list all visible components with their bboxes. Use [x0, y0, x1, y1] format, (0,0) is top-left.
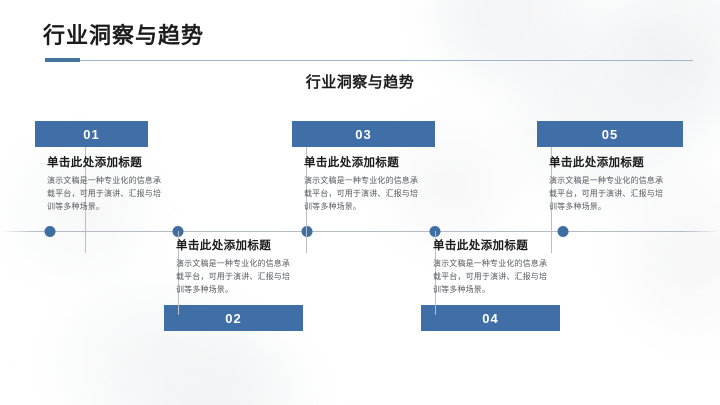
milestone-text-03: 演示文稿是一种专业化的信息承载平台，可用于演讲、汇报与培训等多种场景。: [304, 176, 419, 212]
timeline-dot-05: [557, 226, 569, 237]
milestone-number-badge-04: 04: [421, 305, 560, 332]
milestone-connector-05: [551, 147, 552, 253]
milestone-number-badge-02: 02: [164, 305, 303, 332]
milestone-content-05: 单击此处添加标题 演示文稿是一种专业化的信息承载平台，可用于演讲、汇报与培训等多…: [537, 147, 683, 214]
milestone-card-02[interactable]: 单击此处添加标题 演示文稿是一种专业化的信息承载平台，可用于演讲、汇报与培训等多…: [164, 231, 303, 332]
milestone-number-badge-03: 03: [292, 121, 435, 147]
milestone-connector-01: [85, 147, 86, 253]
milestone-number-badge-01: 01: [35, 121, 148, 147]
timeline-dot-01: [44, 226, 56, 237]
milestone-title-02: 单击此处添加标题: [176, 240, 272, 252]
milestone-text-02: 演示文稿是一种专业化的信息承载平台，可用于演讲、汇报与培训等多种场景。: [176, 259, 291, 295]
milestone-title-05: 单击此处添加标题: [549, 157, 645, 169]
texture-blob: [130, 330, 330, 405]
milestone-connector-04: [435, 231, 436, 315]
milestone-connector-03: [306, 147, 307, 253]
milestone-card-05[interactable]: 05 单击此处添加标题 演示文稿是一种专业化的信息承载平台，可用于演讲、汇报与培…: [537, 121, 683, 253]
milestone-card-01[interactable]: 01 单击此处添加标题 演示文稿是一种专业化的信息承载平台，可用于演讲、汇报与培…: [35, 121, 165, 253]
milestone-title-03: 单击此处添加标题: [304, 157, 400, 169]
milestone-text-05: 演示文稿是一种专业化的信息承载平台，可用于演讲、汇报与培训等多种场景。: [549, 176, 664, 212]
milestone-card-04[interactable]: 单击此处添加标题 演示文稿是一种专业化的信息承载平台，可用于演讲、汇报与培训等多…: [421, 231, 560, 332]
page-title: 行业洞察与趋势: [305, 74, 415, 91]
header-divider-accent: [45, 58, 80, 62]
texture-blob: [600, 0, 720, 130]
milestone-title-01: 单击此处添加标题: [47, 157, 143, 169]
milestone-content-03: 单击此处添加标题 演示文稿是一种专业化的信息承载平台，可用于演讲、汇报与培训等多…: [292, 147, 435, 214]
milestone-card-03[interactable]: 03 单击此处添加标题 演示文稿是一种专业化的信息承载平台，可用于演讲、汇报与培…: [292, 121, 435, 253]
milestone-connector-02: [178, 231, 179, 315]
milestone-content-02: 单击此处添加标题 演示文稿是一种专业化的信息承载平台，可用于演讲、汇报与培训等多…: [164, 239, 303, 297]
milestone-text-04: 演示文稿是一种专业化的信息承载平台，可用于演讲、汇报与培训等多种场景。: [433, 259, 548, 295]
timeline-axis: [0, 231, 720, 232]
milestone-content-04: 单击此处添加标题 演示文稿是一种专业化的信息承载平台，可用于演讲、汇报与培训等多…: [421, 239, 560, 297]
header-divider-line: [45, 60, 693, 61]
milestone-number-badge-05: 05: [537, 121, 683, 147]
milestone-title-04: 单击此处添加标题: [433, 240, 529, 252]
milestone-text-01: 演示文稿是一种专业化的信息承载平台，可用于演讲、汇报与培训等多种场景。: [47, 176, 162, 212]
timeline-dot-03: [301, 226, 313, 237]
slide-header-title: 行业洞察与趋势: [43, 23, 205, 48]
milestone-content-01: 单击此处添加标题 演示文稿是一种专业化的信息承载平台，可用于演讲、汇报与培训等多…: [35, 147, 165, 214]
